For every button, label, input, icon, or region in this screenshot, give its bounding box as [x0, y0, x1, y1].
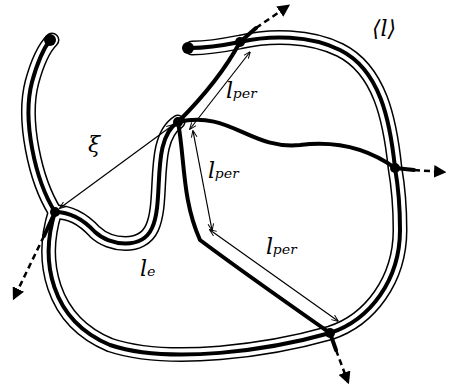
- symbol-label: lₑ: [140, 258, 156, 280]
- polymer-chain: [29, 28, 414, 355]
- symbol-label: lₚₑᵣ: [266, 236, 298, 258]
- symbol-label: lₚₑᵣ: [208, 160, 240, 182]
- tube-outline: [29, 37, 400, 354]
- crosslink-dot: [44, 34, 400, 338]
- symbol-label: ξ: [88, 134, 100, 156]
- dashed-continuation-arrow: [14, 6, 444, 382]
- symbol-label: lₚₑᵣ: [226, 80, 258, 102]
- length-arrow: [60, 52, 338, 321]
- symbol-label: ⟨l⟩: [372, 18, 396, 40]
